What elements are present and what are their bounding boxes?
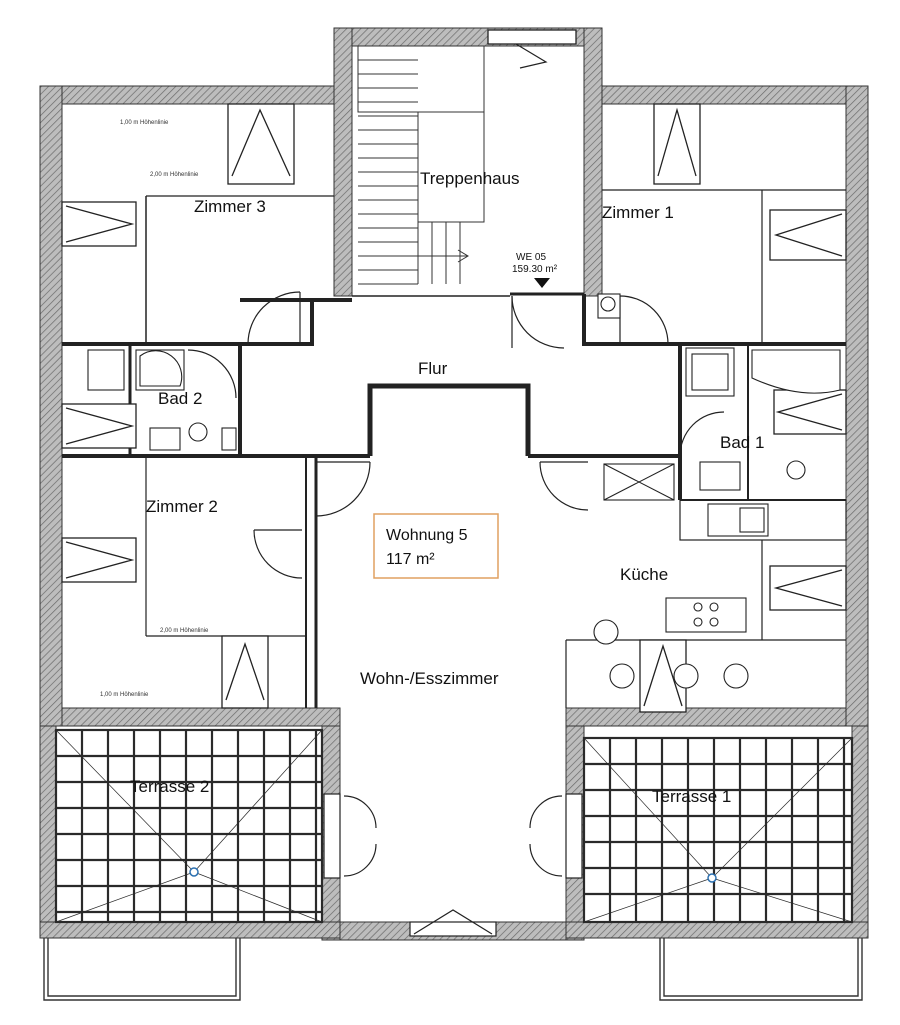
label-zimmer-2: Zimmer 2 <box>146 497 218 516</box>
doors <box>187 43 725 937</box>
label-zimmer-1: Zimmer 1 <box>602 203 674 222</box>
label-kueche: Küche <box>620 565 668 584</box>
label-zimmer-3: Zimmer 3 <box>194 197 266 216</box>
windows <box>61 29 847 713</box>
label-bad-2: Bad 2 <box>158 389 202 408</box>
staircase <box>357 45 485 285</box>
height-line-label: 2,00 m Höhenlinie <box>160 628 209 634</box>
terrace-1-tiles <box>582 736 854 924</box>
height-line-label: 1,00 m Höhenlinie <box>120 120 169 126</box>
label-treppenhaus: Treppenhaus <box>420 169 520 188</box>
height-line-label: 1,00 m Höhenlinie <box>100 692 149 698</box>
terrace-2-tiles <box>54 728 324 924</box>
height-line-label: 2,00 m Höhenlinie <box>150 172 199 178</box>
label-terrasse-1: Terrasse 1 <box>652 787 731 806</box>
unit-area: 117 m² <box>386 551 435 568</box>
label-wohn-esszimmer: Wohn-/Esszimmer <box>360 669 499 688</box>
kitchen-fixtures <box>593 463 769 689</box>
unit-info-box <box>373 513 499 579</box>
balcony-railings <box>43 938 863 1001</box>
unit-name: Wohnung 5 <box>386 527 468 544</box>
label-bad-1: Bad 1 <box>720 433 764 452</box>
bathroom-fixtures <box>87 293 841 491</box>
stair-unit-area: 159.30 m² <box>512 264 558 275</box>
outer-walls <box>39 27 869 941</box>
entrance-arrow-icon <box>534 278 550 288</box>
stair-unit-code: WE 05 <box>516 252 546 263</box>
label-flur: Flur <box>418 359 448 378</box>
label-terrasse-2: Terrasse 2 <box>130 777 209 796</box>
